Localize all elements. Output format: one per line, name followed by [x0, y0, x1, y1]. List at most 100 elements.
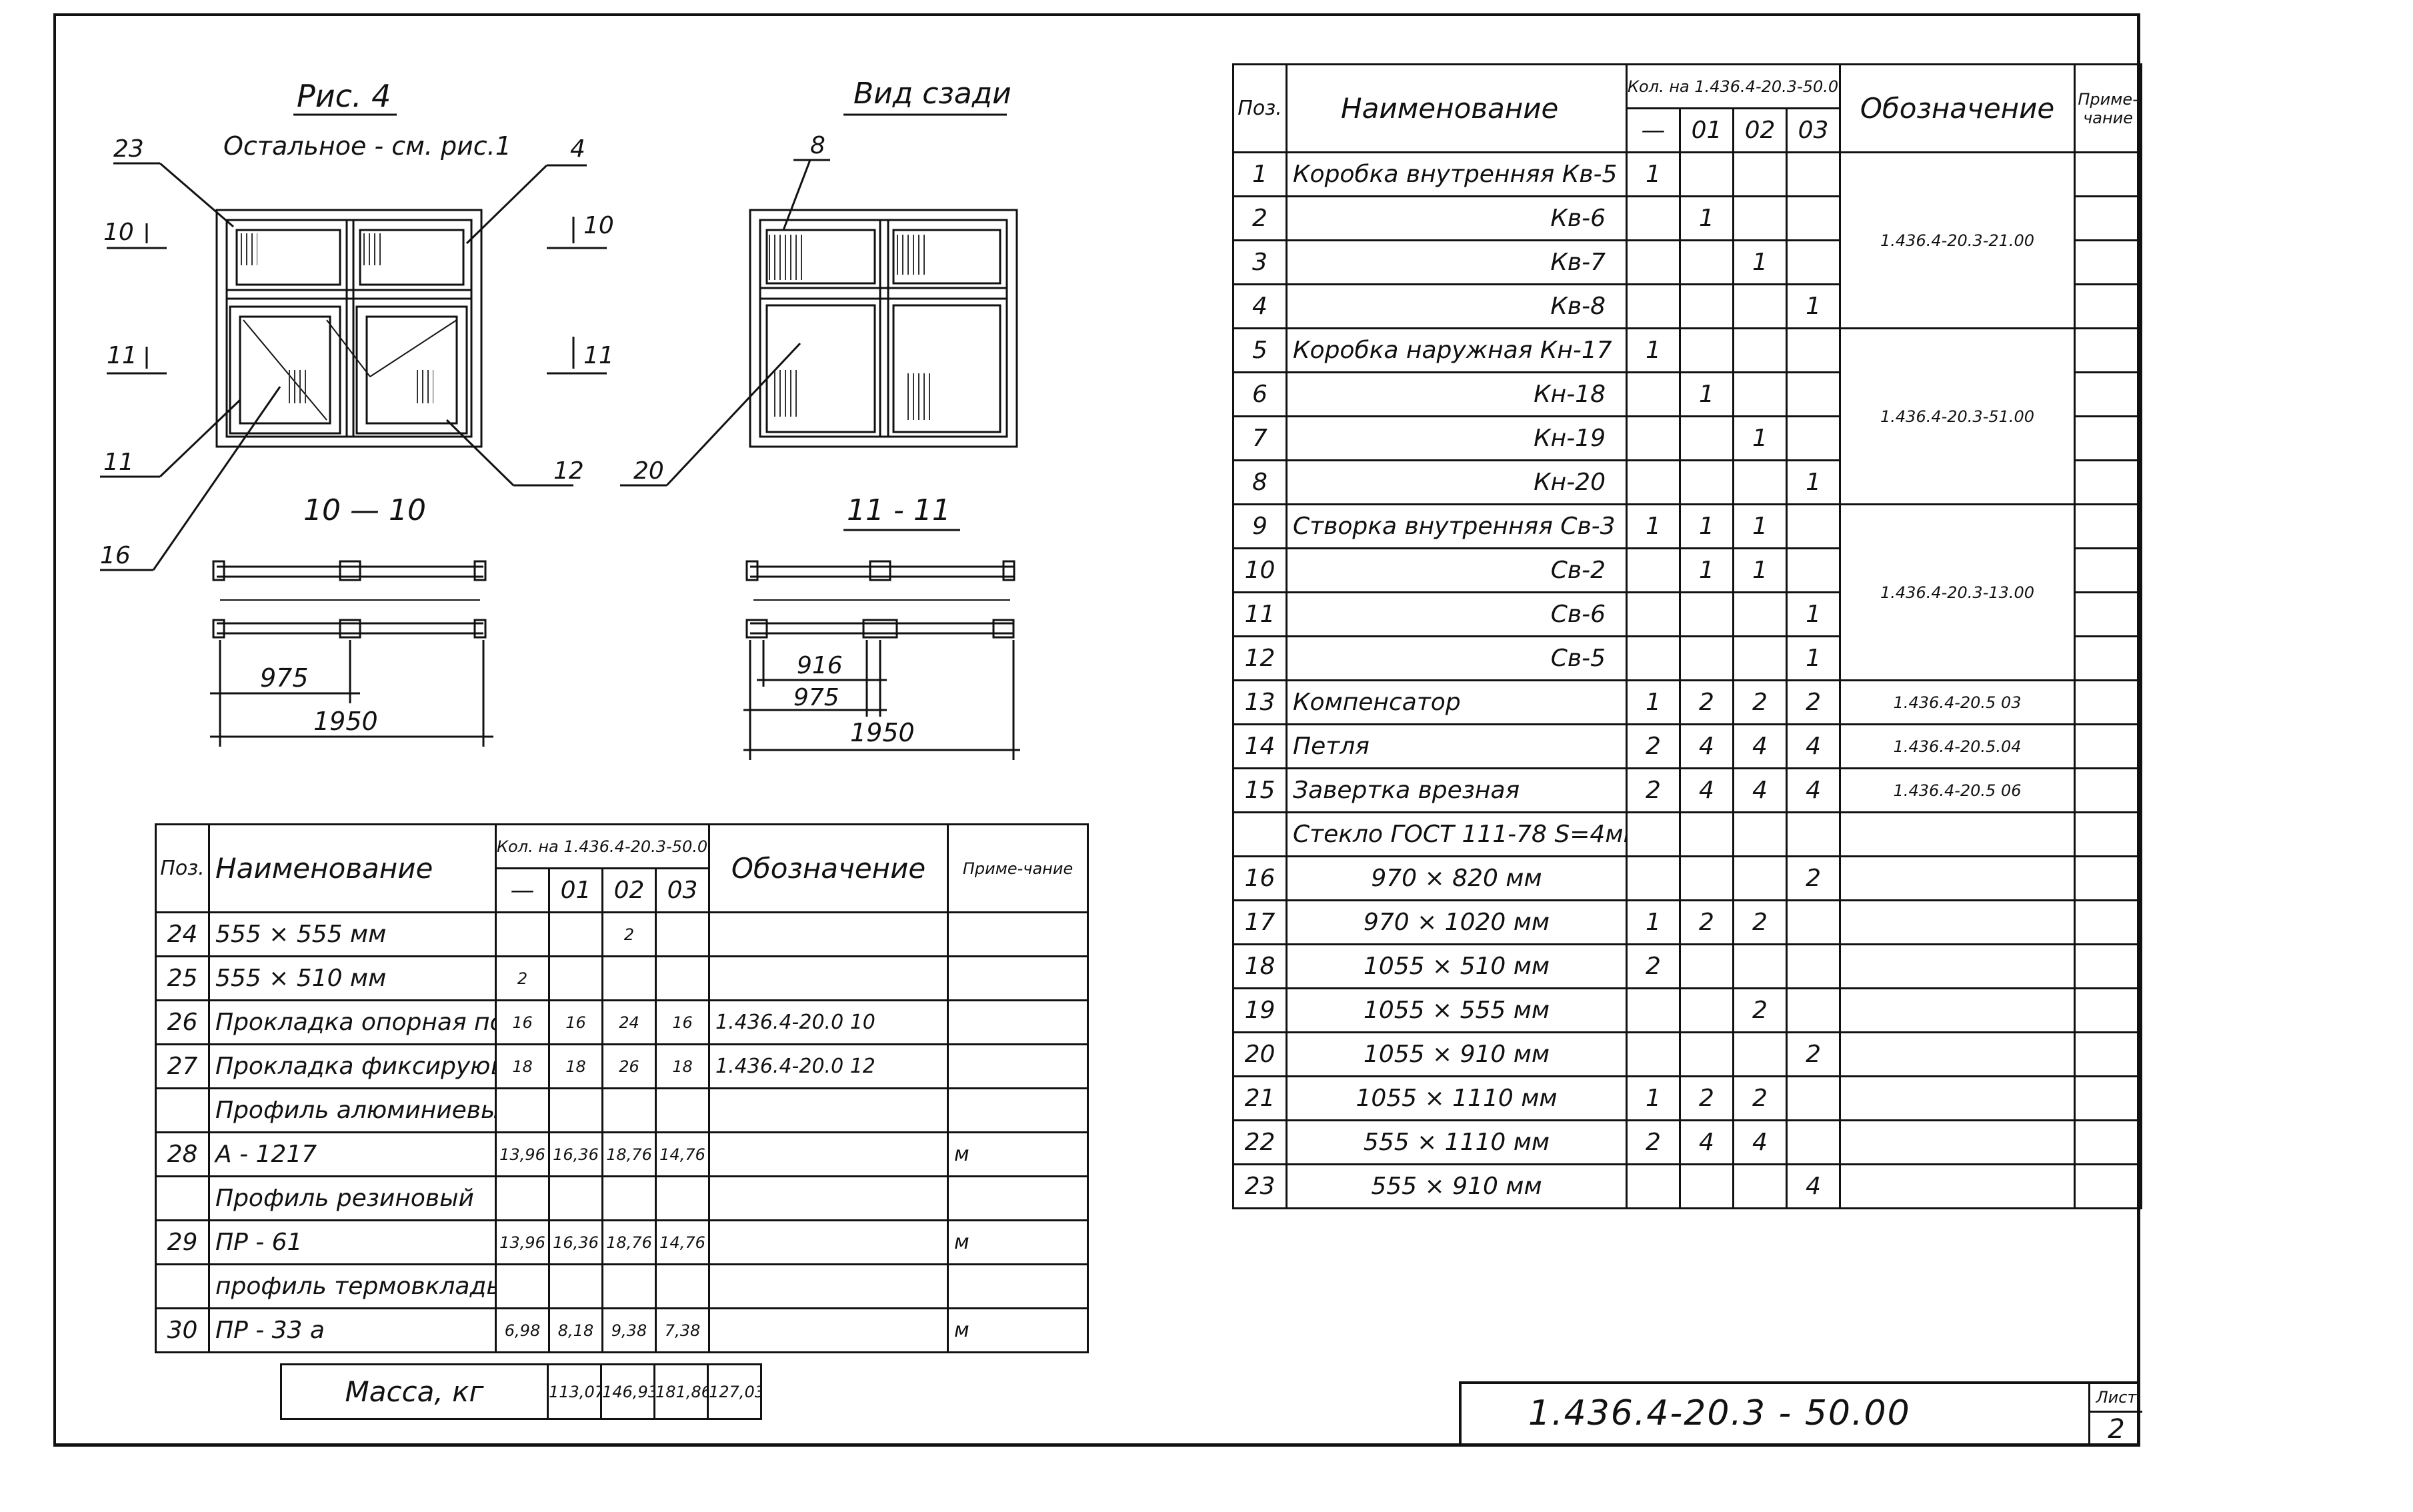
row-qty: 1: [1785, 459, 1842, 505]
row-qty: 18: [495, 1043, 550, 1089]
row-pos: [1232, 811, 1288, 857]
section-a-title: 10 — 10: [303, 493, 426, 527]
row-qty: 18,76: [601, 1131, 657, 1177]
row-qty: [1679, 943, 1734, 989]
mass-value: 181,86: [653, 1363, 709, 1420]
row-name: А - 1217: [208, 1131, 497, 1177]
row-qty: [1732, 855, 1788, 901]
mass-value: 127,03: [707, 1363, 762, 1420]
row-note: [2074, 635, 2143, 681]
row-qty: 4: [1679, 767, 1734, 813]
row-qty: [1732, 459, 1788, 505]
row-qty: 1: [1732, 503, 1788, 549]
window-drawing: Рис. 4 Остальное - см. рис.1 Вид сзади: [100, 77, 1020, 760]
row-name: профиль термовкладыша: [208, 1263, 497, 1309]
callout-16: 16: [100, 542, 131, 569]
row-pos: 1: [1232, 151, 1288, 197]
row-qty: 1: [1626, 503, 1681, 549]
row-qty: [1626, 239, 1681, 285]
row-qty: 18,76: [601, 1219, 657, 1265]
row-pos: 27: [155, 1043, 210, 1089]
row-qty: [654, 1087, 711, 1133]
callout-20: 20: [633, 457, 664, 485]
row-pos: 9: [1232, 503, 1288, 549]
row-qty: 13,96: [495, 1131, 550, 1177]
row-qty: [1785, 811, 1842, 857]
row-note: [2074, 943, 2143, 989]
table-row: профиль термовкладыша: [155, 1263, 1089, 1309]
row-name: Прокладка опорная по-2: [208, 999, 497, 1045]
row-designation: [708, 1263, 949, 1309]
row-name: Профиль алюминиевый: [208, 1087, 497, 1133]
row-note: [2074, 547, 2143, 593]
row-pos: 10: [1232, 547, 1288, 593]
mass-value: 146,93: [600, 1363, 655, 1420]
row-name: 1055 × 910 мм: [1286, 1031, 1628, 1077]
row-qty: [1679, 987, 1734, 1033]
row-note: м: [947, 1131, 1089, 1177]
col-pos-header: Поз.: [1232, 63, 1288, 153]
row-note: [2074, 767, 2143, 813]
row-name: Прокладка фиксирующая пф-2: [208, 1043, 497, 1089]
row-qty: [601, 955, 657, 1001]
row-pos: 11: [1232, 591, 1288, 637]
row-designation: [1839, 1031, 2076, 1077]
row-qty: 1: [1785, 283, 1842, 329]
row-name: ПР - 33 а: [208, 1307, 497, 1353]
row-note: [947, 1175, 1089, 1221]
row-qty: 1: [1626, 899, 1681, 945]
row-qty: 2: [495, 955, 550, 1001]
cut-mark-11-left: 11: [107, 342, 137, 369]
row-qty: 1: [1626, 327, 1681, 373]
row-qty: [1679, 459, 1734, 505]
row-name: Кв-8: [1286, 283, 1628, 329]
callout-23: 23: [113, 135, 144, 163]
variant-header: 03: [654, 867, 711, 913]
row-qty: [1679, 811, 1734, 857]
col-note-header: Приме-чание: [947, 823, 1089, 913]
row-qty: [1732, 151, 1788, 197]
row-qty: 2: [1626, 723, 1681, 769]
row-note: [2074, 811, 2143, 857]
row-name: Кн-20: [1286, 459, 1628, 505]
row-qty: [548, 1175, 603, 1221]
row-note: [2074, 151, 2143, 197]
row-qty: 16,36: [548, 1219, 603, 1265]
row-note: [2074, 591, 2143, 637]
row-qty: 9,38: [601, 1307, 657, 1353]
row-qty: [1679, 855, 1734, 901]
row-qty: 4: [1785, 723, 1842, 769]
callout-4: 4: [570, 135, 585, 163]
dim-975-a: 975: [260, 663, 309, 693]
spec-table-right: Поз. Наименование Кол. на 1.436.4-20.3-5…: [1232, 63, 2143, 1209]
row-qty: [1732, 943, 1788, 989]
row-qty: [495, 1087, 550, 1133]
row-qty: 2: [1732, 679, 1788, 725]
row-name: Св-2: [1286, 547, 1628, 593]
row-name: 1055 × 510 мм: [1286, 943, 1628, 989]
row-designation: [708, 1175, 949, 1221]
row-qty: 1: [1785, 591, 1842, 637]
row-qty: [1679, 283, 1734, 329]
row-designation: [1839, 811, 2076, 857]
row-qty: [1626, 591, 1681, 637]
variant-header: 03: [1785, 107, 1842, 153]
col-designation-header: Обозначение: [1839, 63, 2076, 153]
row-note: [2074, 855, 2143, 901]
row-qty: 2: [1626, 1119, 1681, 1165]
row-designation: 1.436.4-20.3-13.00: [1839, 503, 2076, 681]
row-qty: [1732, 591, 1788, 637]
row-qty: 16,36: [548, 1131, 603, 1177]
fig-note: Остальное - см. рис.1: [223, 131, 511, 161]
